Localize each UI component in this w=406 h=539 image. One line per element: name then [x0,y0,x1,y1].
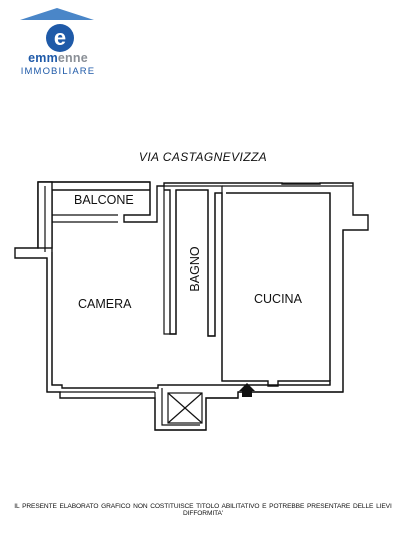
bagno-left-wall [163,186,177,335]
logo-letter: e [54,25,66,50]
brand-logo: e [14,6,100,76]
stairwell-cross-2 [167,392,203,424]
room-label-bagno: BAGNO [188,246,202,292]
entrance-arrow-icon [239,383,255,397]
brand-name-part1: emm [28,51,58,65]
logo-roof [20,8,94,20]
room-label-camera: CAMERA [78,297,132,311]
logo-mark: e [20,8,94,52]
kitchen-wall-inner [226,192,331,381]
room-label-balcone: BALCONE [74,193,134,207]
stairwell-wall-inner [161,388,200,426]
street-label: VIA CASTAGNEVIZZA [138,150,268,164]
stairwell-box [167,392,203,424]
stairwell-wall [154,392,239,431]
room-label-cucina: CUCINA [254,292,302,306]
logo-circle [46,24,74,52]
outer-wall-outline [14,181,369,431]
footer-disclaimer: IL PRESENTE ELABORATO GRAFICO NON COSTIT… [14,503,392,517]
bagno-right-wall [207,190,216,337]
brand-tagline: IMMOBILIARE [20,66,96,77]
brand-name-part2: enne [57,51,88,65]
brand-wordmark: emmenne IMMOBILIARE [0,52,116,78]
